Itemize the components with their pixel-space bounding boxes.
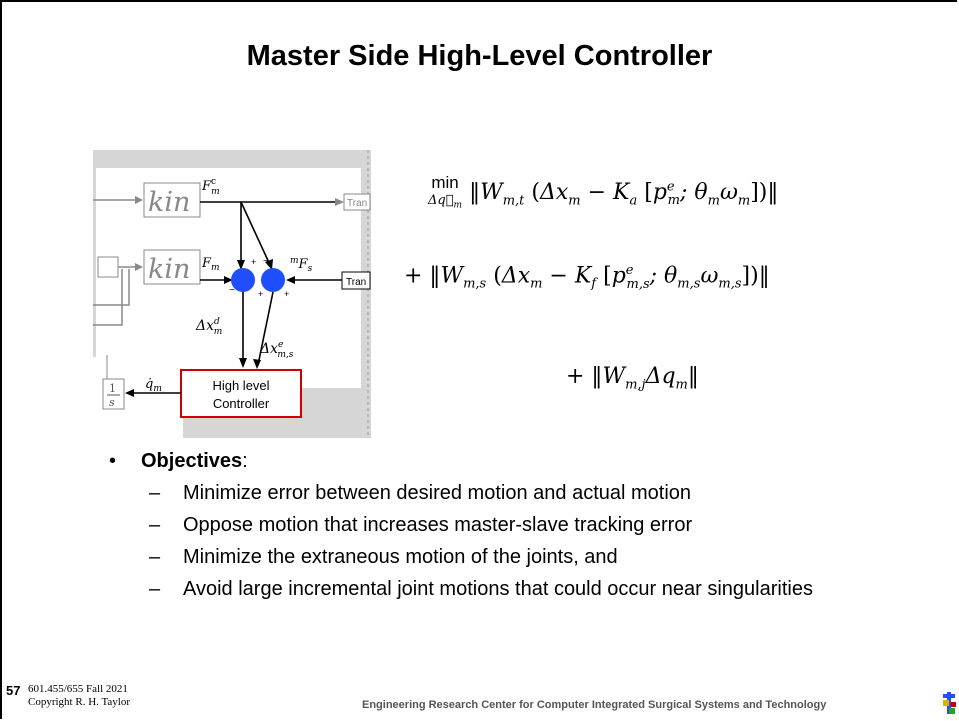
svg-text:−: − — [263, 256, 269, 267]
kin-label-top: kin — [148, 187, 190, 218]
course-code: 601.455/655 Fall 2021 — [28, 683, 128, 695]
summing-junction-right — [261, 268, 285, 292]
list-item: –Minimize the extraneous motion of the j… — [149, 546, 618, 568]
center-footer: Engineering Research Center for Computer… — [362, 699, 827, 711]
svg-text:+: + — [284, 289, 289, 299]
svg-text:s: s — [109, 396, 115, 409]
list-item: –Minimize error between desired motion a… — [149, 482, 692, 504]
summing-junction-left — [231, 268, 255, 292]
kin-block-top — [143, 182, 201, 218]
kin-label-bottom: kin — [148, 254, 190, 285]
objectives-heading: Objectives — [141, 450, 243, 472]
objectives-list: • Objectives: –Minimize error between de… — [109, 450, 869, 601]
controller-label-line1: High level — [212, 378, 269, 393]
list-item: –Oppose motion that increases master-sla… — [149, 514, 693, 536]
equation-line-2: + ‖Wm,s (Δxm − Kf [pem,s; θm,sωm,s])‖ — [404, 263, 770, 292]
bullet-dot: • — [109, 450, 117, 472]
copyright: Copyright R. H. Taylor — [28, 696, 130, 708]
equation-line-1: min Δq⃗m ‖Wm,t (Δxm − Ka [pem; θmωm])‖ — [428, 173, 779, 211]
svg-text:1: 1 — [109, 382, 116, 395]
cisst-logo-icon — [943, 692, 956, 714]
equation-line-3: + ‖Wm,jΔqm‖ — [566, 364, 699, 393]
slide-title: Master Side High-Level Controller — [246, 40, 713, 72]
course-info: 601.455/655 Fall 2021 Copyright R. H. Ta… — [28, 683, 130, 709]
objectives-heading-row: • Objectives: — [109, 450, 248, 472]
list-item: –Avoid large incremental joint motions t… — [149, 578, 813, 600]
kin-block-bottom — [143, 249, 201, 285]
svg-text:Fcm: Fcm — [201, 177, 220, 197]
svg-text:+: + — [251, 257, 256, 267]
svg-text:mFs: mFs — [290, 256, 313, 274]
tran-label-bottom: Tran — [346, 277, 366, 288]
tran-label-top: Tran — [347, 198, 367, 209]
slide-number: 57 — [6, 683, 21, 698]
svg-text:+: + — [258, 289, 263, 299]
controller-label-line2: Controller — [213, 396, 270, 411]
high-level-controller-block — [180, 369, 302, 418]
integrator-block — [102, 378, 125, 410]
svg-text:−: − — [229, 285, 235, 296]
